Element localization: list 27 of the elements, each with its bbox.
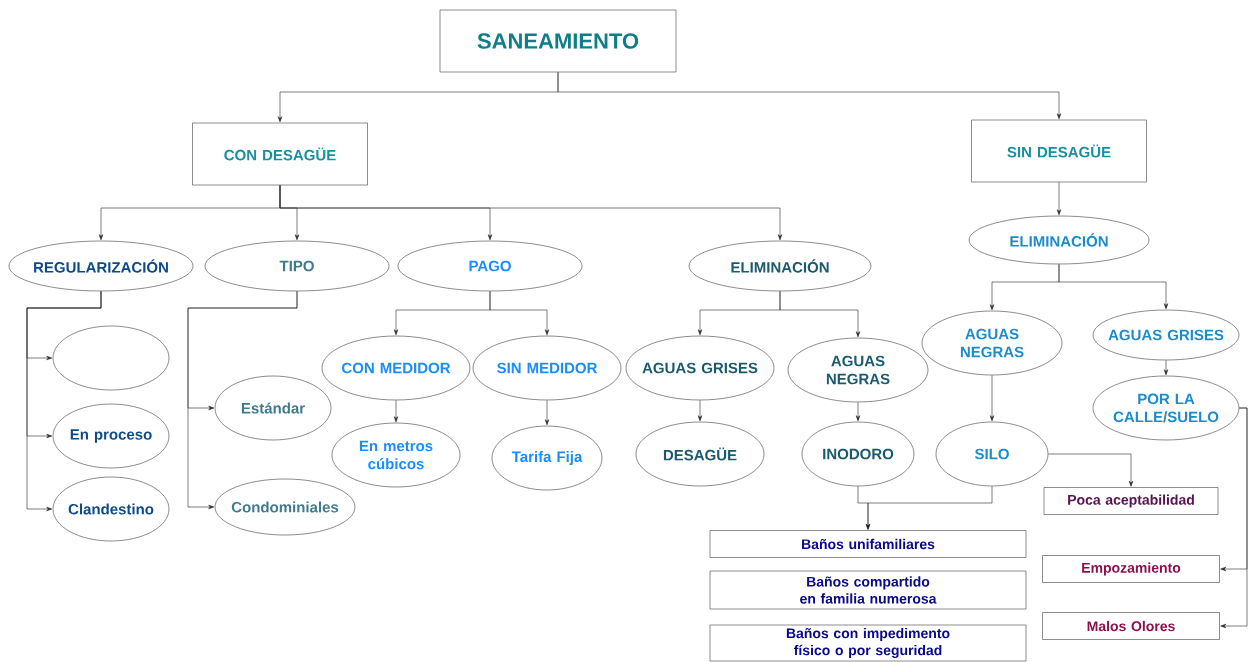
concept-box: Baños compartido en familia numerosa: [709, 570, 1027, 610]
concept-box: Poca aceptabilidad: [1043, 487, 1219, 515]
arrow: [865, 486, 993, 530]
arrow: [779, 291, 861, 338]
arrow: [1163, 360, 1169, 376]
arrow: [1058, 264, 1169, 310]
concept-box: Baños unifamiliares: [709, 530, 1027, 558]
arrow: [1220, 407, 1248, 629]
arrow: [697, 400, 703, 422]
arrow: [544, 400, 550, 426]
concept-box: Empozamiento: [1042, 555, 1220, 583]
arrow: [1048, 453, 1134, 487]
concept-box: CON DESAGÜE: [192, 122, 368, 186]
arrow: [855, 402, 861, 422]
arrow: [989, 375, 995, 422]
arrow: [279, 185, 783, 241]
arrow: [393, 400, 399, 423]
concept-box: SIN DESAGÜE: [971, 119, 1147, 183]
arrow: [557, 72, 1062, 120]
concept-box: Baños con impedimento físico o por seguridad: [709, 624, 1027, 662]
concept-box: Malos Olores: [1042, 612, 1220, 640]
arrow: [1056, 182, 1062, 216]
arrow: [489, 291, 550, 336]
concept-ellipse: [52, 325, 170, 391]
concept-box: SANEAMIENTO: [439, 9, 677, 73]
arrow: [187, 291, 298, 510]
arrow: [26, 291, 102, 512]
